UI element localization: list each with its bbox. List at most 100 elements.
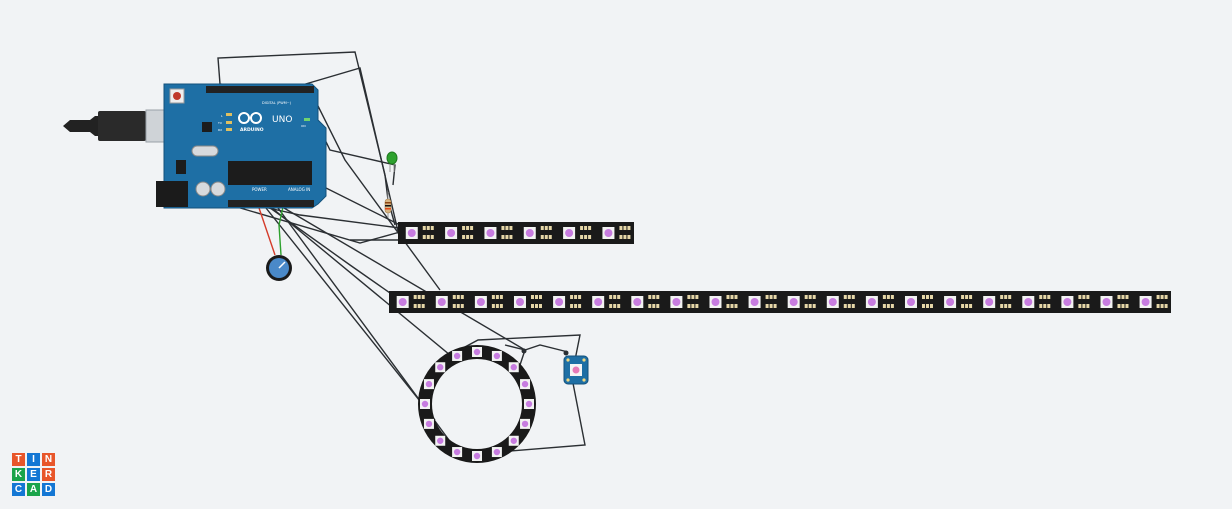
strip-pad	[578, 304, 582, 308]
strip-pad	[730, 304, 734, 308]
wire[interactable]	[265, 204, 401, 301]
usb-chip	[202, 122, 212, 132]
neopixel-strip-short[interactable]	[398, 222, 634, 244]
neopixel-ring[interactable]	[418, 345, 536, 463]
digital-label: DIGITAL (PWM~)	[262, 101, 292, 105]
logo-letter: K	[12, 468, 25, 481]
ring-light	[453, 352, 461, 360]
wire[interactable]	[283, 207, 569, 353]
strip-pad	[452, 295, 456, 299]
wire[interactable]	[265, 207, 436, 421]
strip-pad	[422, 235, 426, 239]
strip-pad	[1121, 295, 1125, 299]
red-wire[interactable]	[257, 204, 276, 256]
strip-pad	[534, 295, 538, 299]
strip-pad	[495, 295, 499, 299]
strip-pad	[1082, 295, 1086, 299]
strip-pad	[882, 304, 886, 308]
strip-pad	[886, 304, 890, 308]
strip-pad	[1047, 295, 1051, 299]
strip-pad	[548, 226, 552, 230]
colored-wires[interactable]	[257, 204, 284, 256]
capacitor	[210, 181, 226, 197]
power-analog-header[interactable]	[228, 200, 314, 207]
reset-button-cap[interactable]	[173, 92, 181, 100]
strip-pad	[501, 226, 505, 230]
neopixel-light	[486, 229, 495, 237]
neopixel-light	[789, 298, 798, 306]
wire[interactable]	[291, 67, 401, 241]
strip-pad	[1043, 295, 1047, 299]
neopixel-breakout[interactable]	[563, 355, 589, 385]
strip-pad	[808, 295, 812, 299]
strip-pad	[570, 304, 574, 308]
logo-letter: I	[27, 453, 40, 466]
strip-pad	[609, 295, 613, 299]
strip-pad	[578, 295, 582, 299]
strip-body	[389, 291, 1171, 313]
arduino-uno[interactable]: ARDUINO UNO DIGITAL (PWM~) POWER ANALOG …	[63, 83, 327, 209]
strip-pad	[886, 295, 890, 299]
strip-pad	[501, 235, 505, 239]
strip-pad	[466, 226, 470, 230]
tx-led	[226, 121, 232, 124]
strip-pad	[687, 304, 691, 308]
strip-pad	[1008, 295, 1012, 299]
strip-pad	[847, 295, 851, 299]
strip-pad	[470, 226, 474, 230]
wire[interactable]	[277, 207, 586, 456]
neopixel-light	[750, 298, 759, 306]
neopixel-strip-long[interactable]	[389, 291, 1171, 313]
strip-pad	[544, 235, 548, 239]
strip-pad	[491, 295, 495, 299]
strip-pad	[1117, 304, 1121, 308]
strip-pad	[961, 304, 965, 308]
logo-letter: A	[27, 483, 40, 496]
wire-junction[interactable]	[521, 348, 527, 354]
strip-pad	[929, 295, 933, 299]
power-label: POWER	[252, 187, 267, 192]
wire-junction[interactable]	[563, 350, 569, 356]
green-led[interactable]	[386, 151, 398, 172]
strip-pad	[509, 235, 513, 239]
strip-pad	[808, 304, 812, 308]
logo-letter: E	[27, 468, 40, 481]
neopixel-light	[565, 229, 574, 237]
strip-pad	[687, 295, 691, 299]
usb-cable	[63, 116, 100, 136]
strip-pad	[426, 226, 430, 230]
strip-pad	[1039, 295, 1043, 299]
digital-header[interactable]	[206, 86, 314, 93]
strip-pad	[1086, 295, 1090, 299]
strip-pad	[1082, 304, 1086, 308]
strip-pad	[1004, 295, 1008, 299]
ring-light	[453, 448, 461, 456]
potentiometer[interactable]	[266, 255, 292, 281]
strip-pad	[652, 304, 656, 308]
strip-pad	[548, 235, 552, 239]
strip-pad	[588, 226, 592, 230]
strip-pad	[773, 295, 777, 299]
strip-pad	[584, 226, 588, 230]
wire[interactable]	[309, 89, 441, 291]
strip-pad	[890, 295, 894, 299]
green-wire[interactable]	[278, 206, 284, 256]
strip-pad	[695, 295, 699, 299]
strip-pad	[965, 304, 969, 308]
resistor[interactable]	[384, 192, 392, 218]
strip-pad	[1156, 295, 1160, 299]
strip-pad	[540, 235, 544, 239]
logo-letter: N	[42, 453, 55, 466]
strip-pad	[1047, 304, 1051, 308]
ring-light	[510, 364, 517, 371]
neopixel-light	[515, 298, 524, 306]
strip-pad	[656, 304, 660, 308]
rx-label: RX	[218, 128, 222, 132]
strip-pad	[1160, 295, 1164, 299]
strip-pad	[413, 295, 417, 299]
ring-light	[473, 452, 481, 460]
strip-pad	[882, 295, 886, 299]
strip-pad	[969, 304, 973, 308]
